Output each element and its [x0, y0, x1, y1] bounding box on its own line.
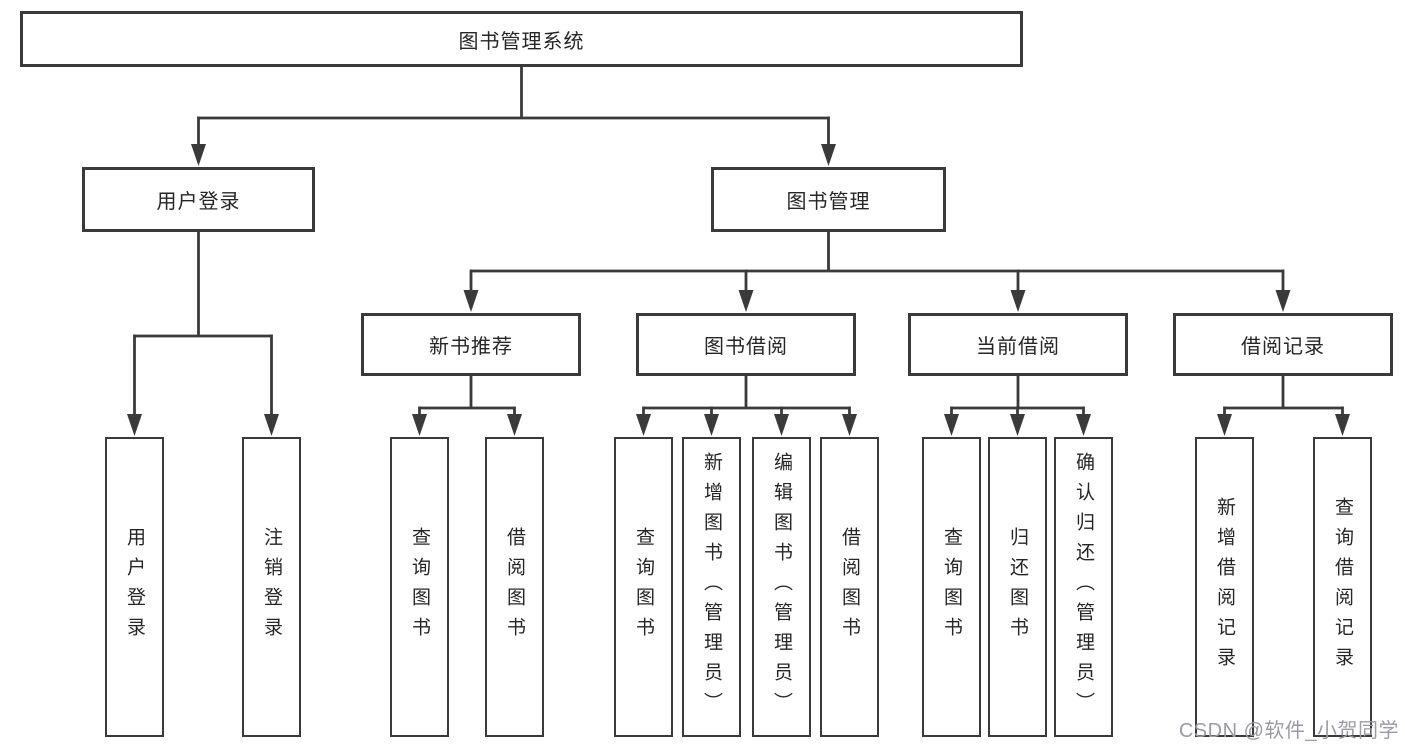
arrow-down-icon — [507, 414, 522, 436]
arrow-down-icon — [738, 290, 754, 312]
arrow-down-icon — [264, 414, 279, 436]
leaf-current-return-books: 归还图书 — [988, 437, 1047, 737]
node-book-management: 图书管理 — [711, 167, 946, 232]
node-label: 借阅记录 — [1241, 336, 1325, 358]
node-label: 查询借阅记录 — [1332, 497, 1353, 677]
node-label: 图书管理 — [786, 191, 871, 213]
node-label: 新书推荐 — [429, 336, 513, 358]
leaf-current-confirm-return-admin: 确认归还（管理员） — [1054, 437, 1113, 737]
connector-current-borrowing-branch — [950, 376, 1085, 420]
node-label: 新增借阅记录 — [1214, 497, 1235, 677]
arrow-down-icon — [412, 414, 427, 436]
arrow-down-icon — [463, 290, 479, 312]
connector-user-login-branch — [133, 232, 273, 420]
arrow-down-icon — [842, 414, 857, 436]
connector-book-borrowing-branch — [642, 376, 851, 420]
node-label: 归还图书 — [1007, 527, 1028, 647]
arrow-down-icon — [1217, 414, 1232, 436]
leaf-recommend-query-books: 查询图书 — [390, 437, 449, 737]
node-label: 查询图书 — [409, 527, 430, 647]
connector-book-management-branch — [469, 232, 1285, 296]
leaf-borrowing-query-books: 查询图书 — [614, 437, 673, 737]
arrow-down-icon — [191, 144, 206, 166]
node-label: 用户登录 — [156, 191, 241, 213]
node-label: 注销登录 — [261, 527, 282, 647]
leaf-recommend-borrow-books: 借阅图书 — [485, 437, 544, 737]
node-user-login: 用户登录 — [82, 167, 315, 232]
node-label: 确认归还（管理员） — [1073, 452, 1094, 722]
node-label: 编辑图书（管理员） — [771, 452, 792, 722]
node-label: 图书借阅 — [704, 336, 788, 358]
node-book-borrowing: 图书借阅 — [636, 313, 856, 376]
arrow-down-icon — [1076, 414, 1091, 436]
leaf-current-query-books: 查询图书 — [922, 437, 981, 737]
arrow-down-icon — [774, 414, 789, 436]
arrow-down-icon — [636, 414, 651, 436]
node-label: 借阅图书 — [504, 527, 525, 647]
node-label: 借阅图书 — [839, 527, 860, 647]
node-system-root: 图书管理系统 — [20, 11, 1023, 67]
arrow-down-icon — [944, 414, 959, 436]
csdn-watermark: CSDN @软件_小贺同学 — [1178, 720, 1399, 742]
node-label: 用户登录 — [124, 527, 145, 647]
leaf-logout: 注销登录 — [242, 437, 301, 737]
connector-borrow-records-branch — [1223, 376, 1344, 420]
leaf-borrowing-edit-books-admin: 编辑图书（管理员） — [752, 437, 811, 737]
connector-root-to-level2 — [197, 67, 830, 150]
node-label: 当前借阅 — [976, 336, 1060, 358]
arrow-down-icon — [127, 414, 142, 436]
arrow-down-icon — [1010, 414, 1025, 436]
node-current-borrowing: 当前借阅 — [908, 313, 1128, 376]
leaf-records-add-record: 新增借阅记录 — [1195, 437, 1254, 737]
node-borrowing-records: 借阅记录 — [1173, 313, 1393, 376]
connector-new-book-branch — [418, 376, 516, 420]
node-label: 图书管理系统 — [458, 30, 585, 53]
leaf-borrowing-borrow-books: 借阅图书 — [820, 437, 879, 737]
arrow-down-icon — [821, 144, 836, 166]
leaf-borrowing-add-books-admin: 新增图书（管理员） — [682, 437, 741, 737]
node-label: 查询图书 — [633, 527, 654, 647]
arrow-down-icon — [704, 414, 719, 436]
node-new-book-recommend: 新书推荐 — [361, 313, 581, 376]
node-label: 新增图书（管理员） — [701, 452, 722, 722]
node-label: 查询图书 — [941, 527, 962, 647]
leaf-records-query-record: 查询借阅记录 — [1313, 437, 1372, 737]
arrow-down-icon — [1275, 290, 1291, 312]
arrow-down-icon — [1010, 290, 1026, 312]
leaf-user-login: 用户登录 — [105, 437, 164, 737]
arrow-down-icon — [1335, 414, 1350, 436]
